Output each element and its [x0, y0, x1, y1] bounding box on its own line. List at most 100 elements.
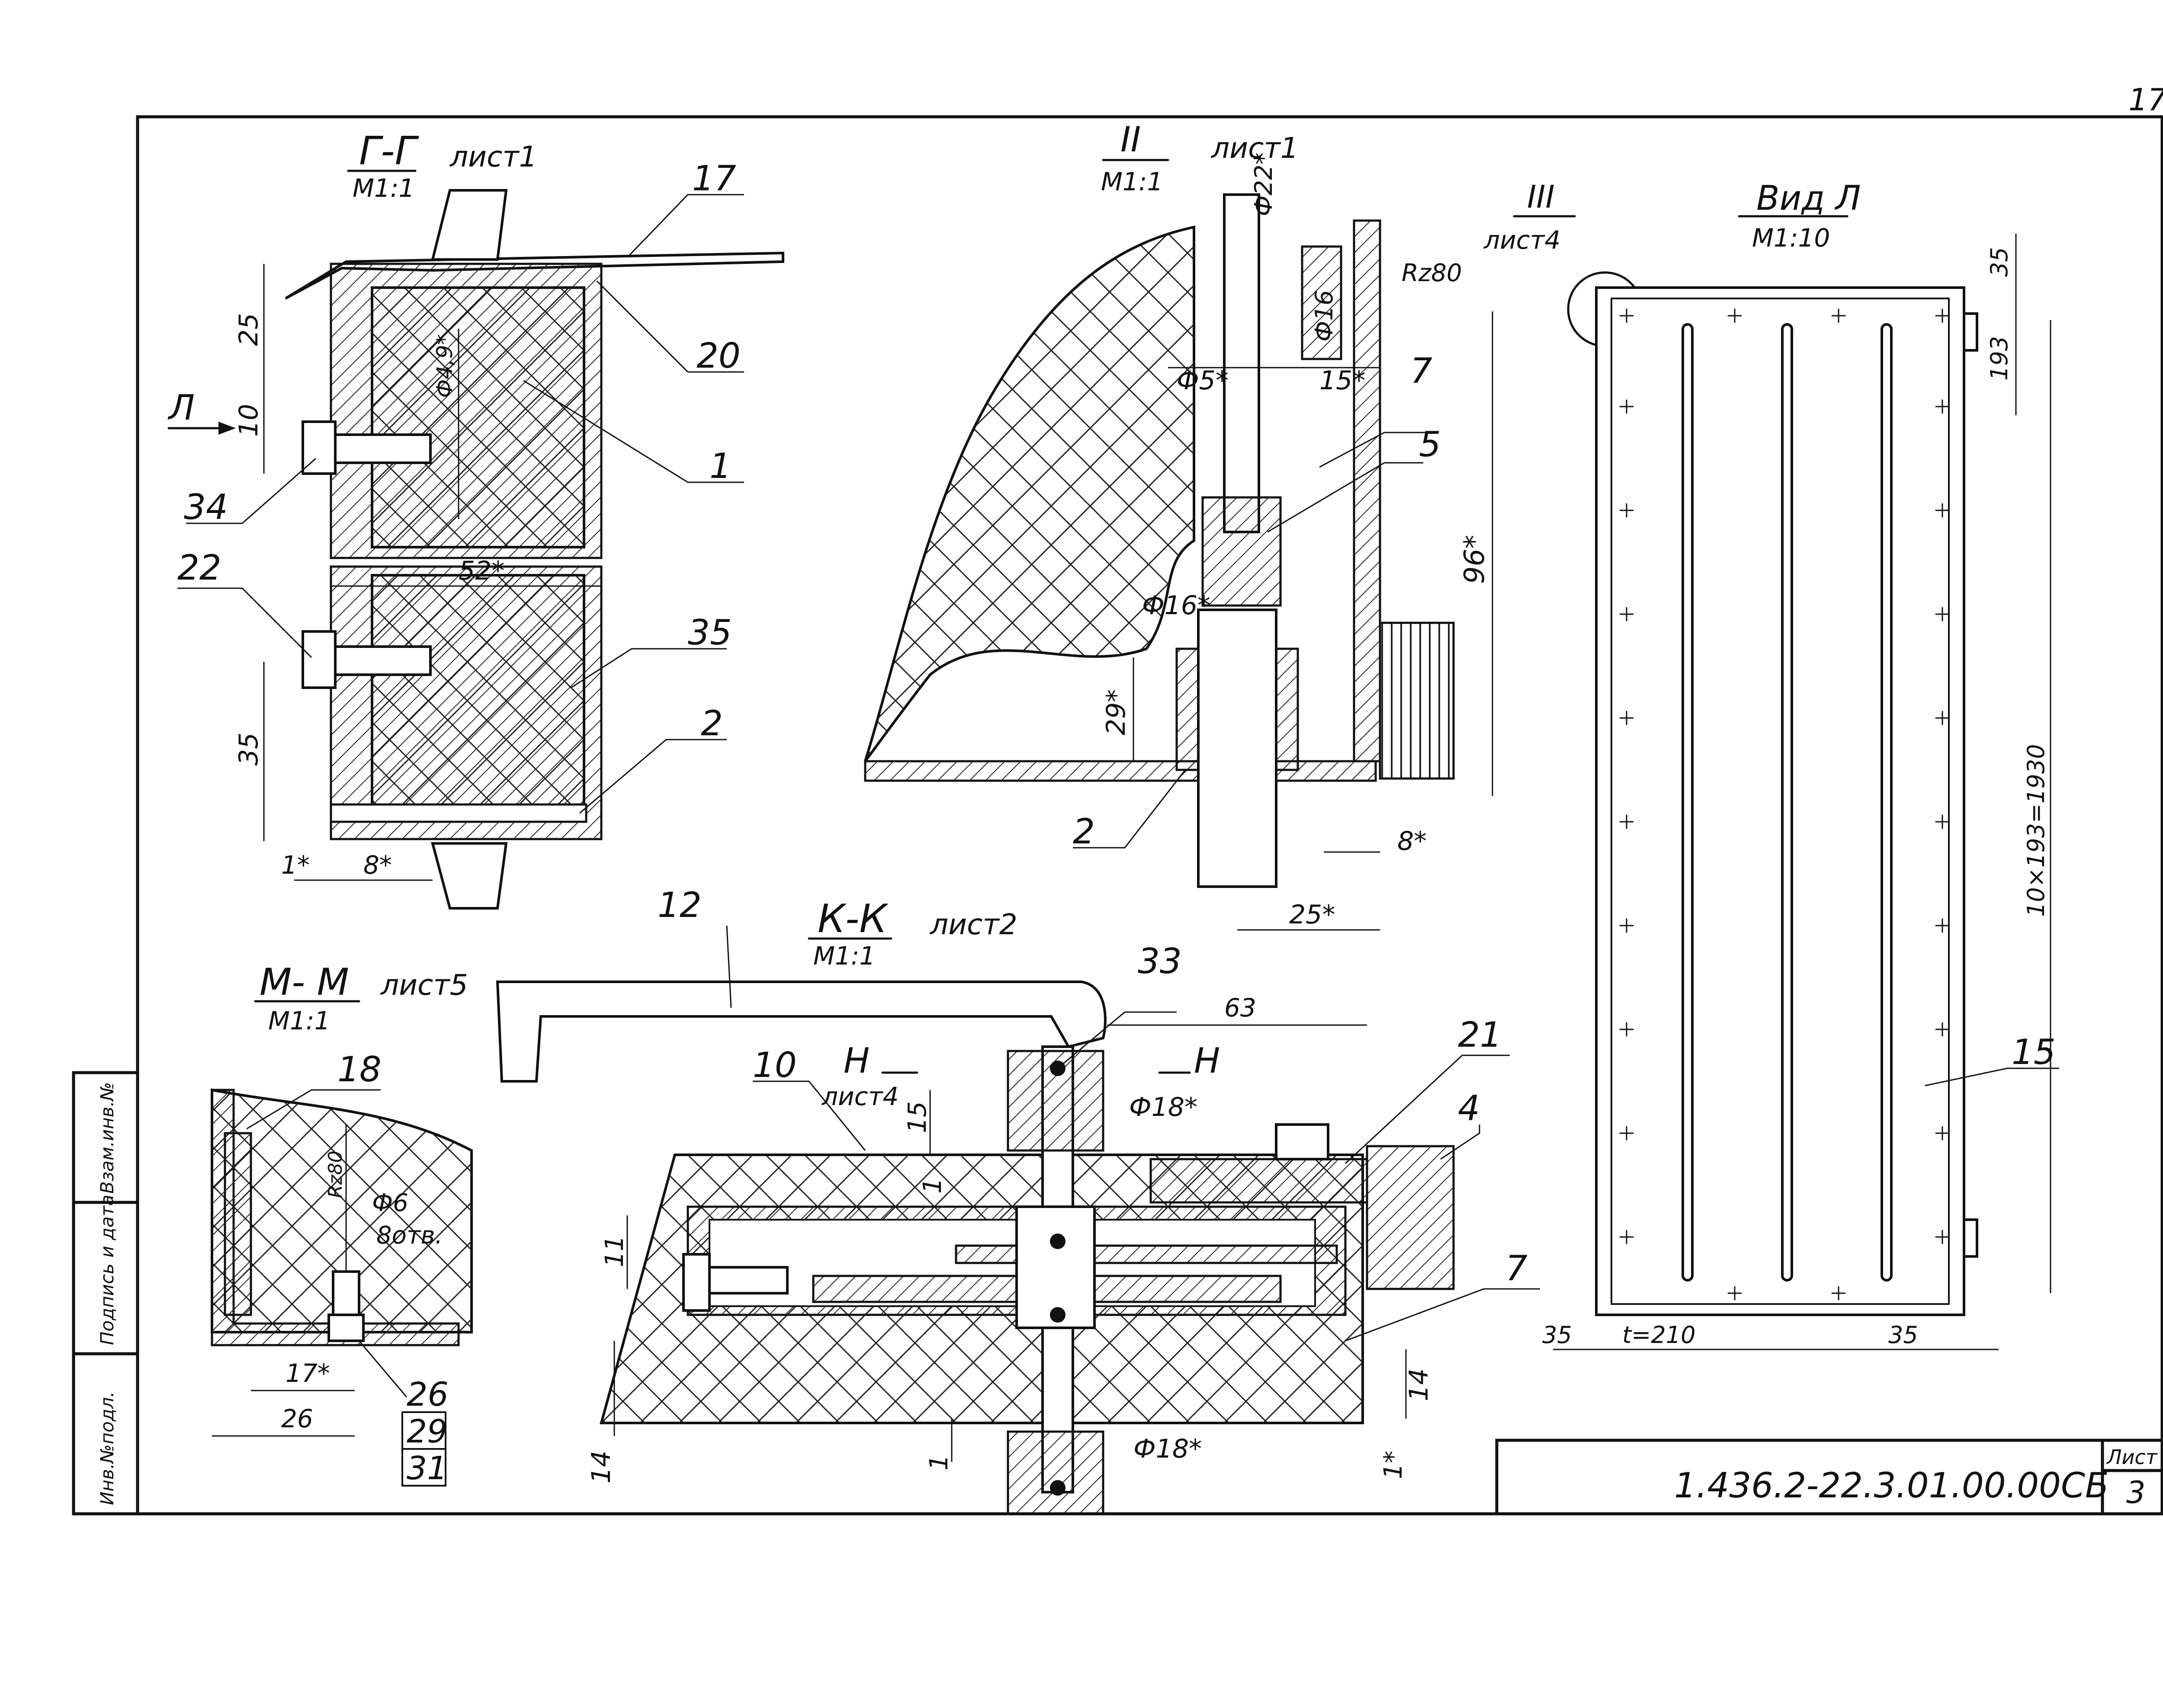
callout-18: 18: [337, 1049, 382, 1090]
detail-ii-scale: М1:1: [1101, 167, 1163, 196]
section-n-mark-left: Н: [844, 1041, 870, 1081]
dim-ii-29: 29*: [1101, 689, 1131, 735]
insulation-lower: [371, 574, 585, 819]
dim-ii-15: 15*: [1319, 365, 1365, 396]
detail-ii-sheet-ref: лист1: [1210, 131, 1299, 165]
callout-2b: 2: [1073, 811, 1095, 852]
detail-ii-title: II: [1120, 119, 1141, 160]
dim-kk-14r: 14: [1404, 1368, 1434, 1401]
side-stamp: Инв.№подл. Подпись и дата Взам.инв.№: [96, 1082, 118, 1505]
dim-mm-26: 26: [281, 1404, 313, 1433]
section-kk-sheet-ref: лист2: [929, 908, 1017, 941]
callout-35: 35: [688, 612, 732, 653]
section-n-mark-right: Н: [1194, 1041, 1220, 1081]
dim-kk-phi18b: Ф18*: [1133, 1434, 1202, 1464]
dim-kk-1c: 1*: [1378, 1451, 1408, 1479]
panel-stiffeners: [1682, 323, 1893, 1282]
callout-15: 15: [2012, 1032, 2056, 1072]
callout-26: 26: [407, 1375, 449, 1413]
pin-rod: [1223, 193, 1260, 533]
dim-gg-phi49: Ф4,9*: [432, 334, 457, 398]
dim-kk-15: 15: [902, 1101, 932, 1133]
pin-head: [1201, 496, 1282, 607]
mm-insulation: [211, 1088, 473, 1333]
replace-inv-label: Взам.инв.№: [96, 1082, 118, 1194]
detail-ii: II М1:1 лист1 Ф22* Ф16 Rz80 Ф5* 15* 96* …: [864, 119, 1493, 931]
dim-ii-rz: Rz80: [1402, 259, 1462, 287]
view-l-title: Вид Л: [1756, 179, 1861, 218]
insulation-upper: [371, 286, 585, 548]
view-l-scale: М1:10: [1752, 223, 1830, 253]
callout-31: 31: [407, 1450, 447, 1487]
detail-iii-sheet-ref: лист4: [1483, 225, 1560, 255]
callout-22: 22: [177, 548, 221, 588]
dim-kk-14l: 14: [586, 1451, 616, 1484]
sign-date-label: Подпись и дата: [96, 1195, 118, 1345]
dim-ii-phi16b: Ф16*: [1142, 590, 1210, 621]
view-l: Вид Л М1:10 III лист4: [1483, 179, 2059, 1350]
section-gg-sheet-ref: лист1: [449, 140, 537, 173]
section-gg: Г-Г М1:1 лист1 25 10 Ф4,9*: [167, 128, 784, 910]
section-kk-title: К-К: [818, 896, 889, 942]
callout-5: 5: [1419, 424, 1441, 465]
callout-1: 1: [709, 446, 732, 486]
dim-ii-96: 96*: [1459, 535, 1491, 584]
sheet-header: Лист: [2106, 1445, 2158, 1469]
insulation-cutaway: [864, 225, 1195, 762]
top-lug: [431, 189, 508, 261]
callout-2: 2: [701, 703, 723, 743]
callout-29: 29: [407, 1413, 447, 1450]
callout-34: 34: [184, 487, 228, 527]
section-mm-title: М- М: [260, 961, 349, 1004]
callout-12: 12: [658, 885, 702, 925]
callout-20: 20: [696, 336, 741, 376]
dim-vl-35r: 35: [1888, 1321, 1918, 1349]
wall-ribs: [1379, 622, 1455, 780]
dim-kk-11: 11: [600, 1235, 629, 1267]
dim-vl-35l: 35: [1542, 1321, 1572, 1349]
rivet-marks: [1619, 308, 1950, 1301]
section-mm-sheet-ref: лист5: [380, 968, 468, 1002]
title-block: 1.436.2-22.3.01.00.00СБ Лист 3: [1495, 1439, 2163, 1516]
dim-ii-phi5: Ф5*: [1177, 365, 1229, 396]
dim-vl-t: t=210: [1622, 1321, 1696, 1349]
section-kk: К-К М1:1 лист2 Н Н лист4: [496, 885, 1540, 1515]
dim-vl-total: 10×193=1930: [2022, 744, 2050, 917]
panel-outline: [1595, 286, 1965, 1316]
dim-gg-52: 52*: [459, 556, 504, 586]
dim-kk-63: 63: [1224, 993, 1256, 1022]
doc-code: 1.436.2-22.3.01.00.00СБ: [1674, 1465, 2109, 1506]
kk-nut: [1275, 1123, 1329, 1160]
dim-kk-phi18a: Ф18*: [1129, 1092, 1197, 1122]
callout-4: 4: [1458, 1088, 1480, 1128]
section-n-sheet-ref: лист4: [822, 1082, 899, 1111]
dim-gg-35: 35: [234, 733, 264, 766]
callout-17: 17: [692, 158, 736, 199]
bottom-sheet: [864, 760, 1377, 782]
dim-mm-holes: 8отв.: [376, 1221, 443, 1250]
callout-33: 33: [1138, 941, 1182, 981]
dim-kk-1b: 1: [924, 1455, 953, 1471]
page-number: 17: [2128, 82, 2163, 118]
dim-ii-phi16a: Ф16: [1310, 290, 1338, 342]
pin-shaft: [1197, 609, 1277, 888]
dim-kk-1a: 1: [918, 1178, 947, 1194]
mm-screw: [332, 1270, 360, 1316]
bolt-34: [302, 420, 432, 475]
view-l-mark: Л: [167, 388, 195, 428]
dim-gg-25: 25: [234, 313, 264, 346]
dim-vl-193: 193: [1986, 336, 2013, 381]
section-gg-scale: М1:1: [353, 173, 414, 203]
callout-7: 7: [1410, 351, 1432, 391]
handle-12: [496, 981, 1107, 1083]
dim-gg-10: 10: [234, 404, 264, 437]
dim-mm-phi6: Ф6: [372, 1189, 408, 1217]
bushing: [1301, 245, 1342, 360]
dim-gg-1: 1*: [281, 850, 310, 880]
dim-ii-8: 8*: [1397, 826, 1427, 856]
callout-7b: 7: [1505, 1248, 1528, 1288]
section-kk-scale: М1:1: [813, 941, 875, 971]
kk-plate-4: [1366, 1145, 1455, 1290]
dim-ii-25: 25*: [1289, 900, 1335, 930]
